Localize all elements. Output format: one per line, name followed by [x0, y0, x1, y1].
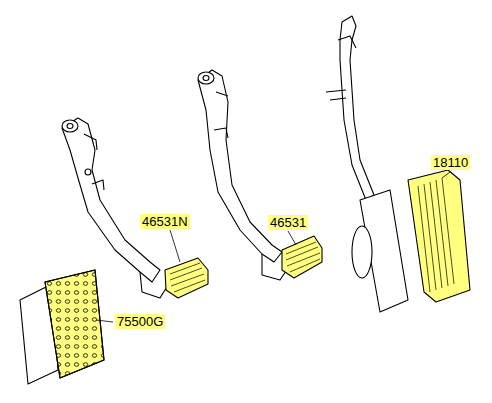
callout-number: 75500G: [115, 314, 165, 329]
pedal-pad-cover: [45, 270, 104, 378]
pedal-pad: [165, 258, 208, 298]
pedal-pad: [408, 170, 470, 302]
callout-number: 46531: [268, 215, 308, 230]
clutch-pedal: [62, 118, 168, 298]
callout-number: 18110: [431, 155, 470, 170]
leader-line: [96, 172, 450, 322]
brake-pedal: [198, 70, 288, 280]
callout-number: 46531N: [140, 214, 190, 229]
accelerator-pedal: [326, 16, 408, 312]
pedal-pad: [282, 236, 322, 278]
